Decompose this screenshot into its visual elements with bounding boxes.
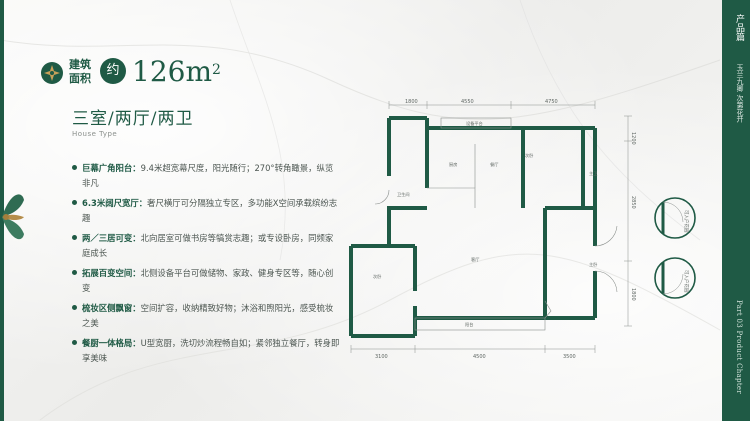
option-label-2: 可入户花园 — [683, 270, 690, 293]
bullet-dot-icon — [72, 340, 77, 345]
area-label: 建筑 面积 — [69, 58, 91, 85]
house-type-title: 三室/两厅/两卫 — [72, 109, 194, 129]
dim-top-2: 4550 — [461, 99, 474, 105]
leaf-ornament-icon — [2, 194, 24, 240]
floor-plan: 1800 4550 4750 3100 4500 3500 1200 2850 … — [349, 99, 636, 360]
room-bath1: 卫生间 — [397, 191, 410, 198]
house-type-subtitle: House Type — [72, 130, 118, 138]
side-panel-subtitle: 玉兰九卿 次第花开 — [736, 64, 744, 123]
bullet-dot-icon — [72, 200, 77, 205]
plan-details — [374, 117, 618, 331]
room-bedroom2: 次卧 — [373, 273, 381, 280]
dim-top-3: 4750 — [545, 99, 558, 105]
bullet-dot-icon — [72, 165, 77, 170]
side-panel-chapter: Part 03 Product Chapter — [735, 300, 743, 395]
room-platform: 设备平台 — [466, 120, 483, 127]
room-balcony: 阳台 — [465, 321, 473, 328]
room-bedroom1: 次卧 — [525, 152, 533, 159]
feature-item: 巨幕广角阳台：9.4米超宽幕尺度，阳光随行；270°转角瞰景，纵览非凡 — [72, 161, 340, 190]
option-label-1: 可入户花园 — [683, 210, 690, 233]
bullet-dot-icon — [72, 305, 77, 310]
dim-bottom-2: 4500 — [473, 354, 486, 360]
option-garden-diagrams: 可入户花园 可入户花园 — [654, 197, 696, 299]
feature-list: 巨幕广角阳台：9.4米超宽幕尺度，阳光随行；270°转角瞰景，纵览非凡 6.3米… — [72, 161, 340, 371]
feature-item: 拓展百变空间：北侧设备平台可做储物、家政、健身专区等，随心创变 — [72, 266, 340, 295]
room-living: 客厅 — [471, 256, 479, 263]
area-approx-badge: 约 — [100, 58, 126, 84]
dim-bottom-1: 3100 — [375, 354, 388, 360]
room-master: 主卧 — [589, 261, 597, 268]
room-dining: 餐厅 — [490, 161, 498, 168]
dim-top-1: 1800 — [405, 99, 418, 105]
feature-item: 6.3米阔尺宽厅：奢尺横厅可分隔独立专区，多功能X空间承载缤纷志趣 — [72, 196, 340, 225]
flower-badge-icon — [41, 62, 63, 84]
area-value: 126m2 — [132, 55, 221, 88]
bullet-dot-icon — [72, 270, 77, 275]
dim-right-1: 1200 — [630, 132, 636, 145]
feature-item: 两／三居可变：北向居室可做书房等犒赏志趣；或专设卧房，同频家庭成长 — [72, 231, 340, 260]
room-bath2: 主卫 — [589, 170, 597, 176]
room-kitchen: 厨房 — [449, 161, 457, 168]
dimension-lines — [350, 101, 632, 353]
left-accent-bar — [0, 0, 4, 421]
right-side-panel: 产品篇 玉兰九卿 次第花开 Part 03 Product Chapter — [722, 0, 750, 421]
side-panel-title: 产品篇 — [734, 14, 744, 41]
dim-right-3: 1800 — [630, 288, 636, 301]
dim-bottom-3: 3500 — [563, 354, 576, 360]
feature-item: 餐厨一体格局：U型宽厨，洗切炒流程畅自如；紧邻独立餐厅，转身即享美味 — [72, 336, 340, 365]
bullet-dot-icon — [72, 235, 77, 240]
dim-right-2: 2850 — [630, 196, 636, 209]
feature-item: 梳妆区侧飘窗：空间扩容，收纳精致好物；沐浴和煦阳光，感受梳妆之美 — [72, 301, 340, 330]
plan-walls — [349, 116, 597, 338]
